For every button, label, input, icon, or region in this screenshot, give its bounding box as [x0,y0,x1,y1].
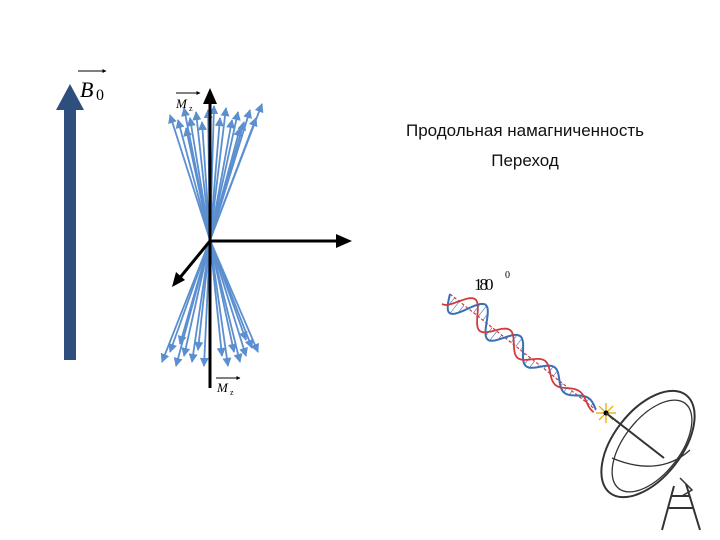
spin-vector-16 [183,127,211,241]
b0-field-arrow [56,84,84,360]
spin-vector-23 [194,239,211,351]
x-axis [176,240,212,281]
spin-vector-21 [181,239,211,357]
mz-bottom-label: M z [216,376,241,397]
wave-hatch-line [449,301,460,314]
caption-block: Продольная намагниченность Переход [360,116,690,176]
spin-vector-15 [209,103,264,241]
spin-vector-33 [209,239,248,341]
x-axis-arrowhead [172,272,185,287]
mz-top-text: M [175,96,188,111]
spin-vector-0 [168,114,211,241]
wave-hatch-line [576,394,578,396]
wave-hatch-line [515,338,523,347]
wave-axis [449,293,597,411]
wave-hatch-line [585,398,590,403]
wave-hatching [447,297,597,410]
wave-hatch-line [543,365,547,369]
wave-blue-curve [446,293,597,410]
wave-hatch-line [522,353,526,357]
wave-hatch-line [557,378,560,381]
b0-label-text: B [80,77,93,102]
wave-hatch-line [468,307,470,310]
spin-vector-32 [177,239,211,345]
wave-hatch-line [563,387,568,393]
wave-hatch-line [482,313,488,321]
wave-hatch-line [581,395,584,399]
mz-bottom-text: M [216,380,229,395]
wave-hatch-line [524,357,531,365]
wave-angle-superscript: 0 [505,270,510,281]
caption-line-1: Продольная намагниченность [405,121,645,140]
mz-top-label: M z [175,91,201,113]
wave-hatch-line [553,370,558,377]
wave-hatch-line [568,390,573,396]
spin-vector-19 [168,239,211,353]
spin-vector-3 [186,117,211,241]
wave-hatch-line [506,336,509,339]
axes [172,88,352,388]
wave-hatch-line [560,383,563,387]
spin-vector-9 [209,107,230,241]
b0-label: B 0 [78,69,107,104]
wave-hatch-line [485,327,493,337]
wave-hatch-line [520,346,524,351]
rf-wave [441,293,597,413]
b0-label-subscript: 0 [96,87,104,104]
mz-bottom-subscript: z [230,388,234,397]
wave-hatch-line [489,331,498,341]
wave-hatch-line [497,334,502,340]
wave-hatch-line [457,305,465,314]
wave-hatch-line [529,360,535,368]
spin-vectors [160,103,264,367]
wave-hatch-line [477,305,487,317]
spin-vector-31 [209,239,259,353]
spin-vector-17 [209,127,243,241]
wave-hatch-line [510,334,518,343]
wave-angle-label: 180 0 [474,270,510,294]
radio-dish-icon [600,389,701,531]
spin-vector-26 [209,239,232,367]
wave-angle-text: 180 [474,275,493,294]
caption-line-2: Переход [491,151,559,170]
wave-hatch-line [447,297,455,307]
y-axis-arrowhead [336,234,352,248]
wave-hatch-line [473,303,481,313]
spin-vector-11 [209,111,241,241]
spin-vector-1 [175,119,211,241]
wave-hatch-line [537,364,540,368]
wave-hatch-line [590,403,594,407]
wave-hatch-line [485,323,488,326]
wave-hatch-line [548,366,554,373]
wave-red-curve [441,297,595,413]
z-axis-arrowhead [203,88,217,104]
spin-vector-28 [209,239,243,363]
mz-top-subscript: z [189,104,193,113]
